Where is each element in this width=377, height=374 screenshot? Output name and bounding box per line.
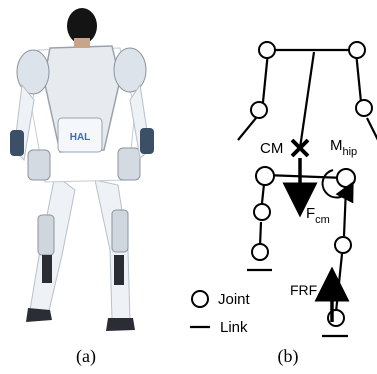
hip-link-left [237,117,257,141]
frf-label: FRF [290,282,317,298]
legend-joint-icon [191,290,209,308]
mhip-arc [321,169,354,204]
joint-knee-right [334,236,352,254]
joint-knee-left [253,203,271,221]
joint-ankle-left [251,243,269,261]
right-shank-link [334,253,344,313]
arms [10,83,154,162]
joint-shoulder-left [258,41,276,59]
caption-a: (a) [76,346,96,367]
left-thigh-link [260,183,266,204]
hip-link-right [366,117,377,141]
caption-b: (b) [278,346,299,367]
cm-cross [290,138,310,158]
pelvis-link [264,173,346,180]
mhip-label: Mhip [330,137,357,158]
legend: Joint Link [190,290,251,336]
head [67,8,97,48]
cm-label: CM [260,140,283,157]
fcm-label: Fcm [306,205,330,226]
legend-joint-label: Joint [218,291,251,308]
legend-link-label: Link [220,319,248,336]
panel-a-photo: HAL [10,8,154,331]
joint-hip-right [336,168,356,188]
joint-elbow-left [250,101,268,119]
torso: HAL [16,45,147,183]
joint-hip-left [255,166,275,186]
left-shank-link [258,221,263,247]
joint-shoulder-right [348,41,366,59]
trunk-link-center [298,51,316,149]
suit-logo: HAL [70,132,91,143]
joint-elbow-right [355,99,373,117]
legs [26,174,135,331]
